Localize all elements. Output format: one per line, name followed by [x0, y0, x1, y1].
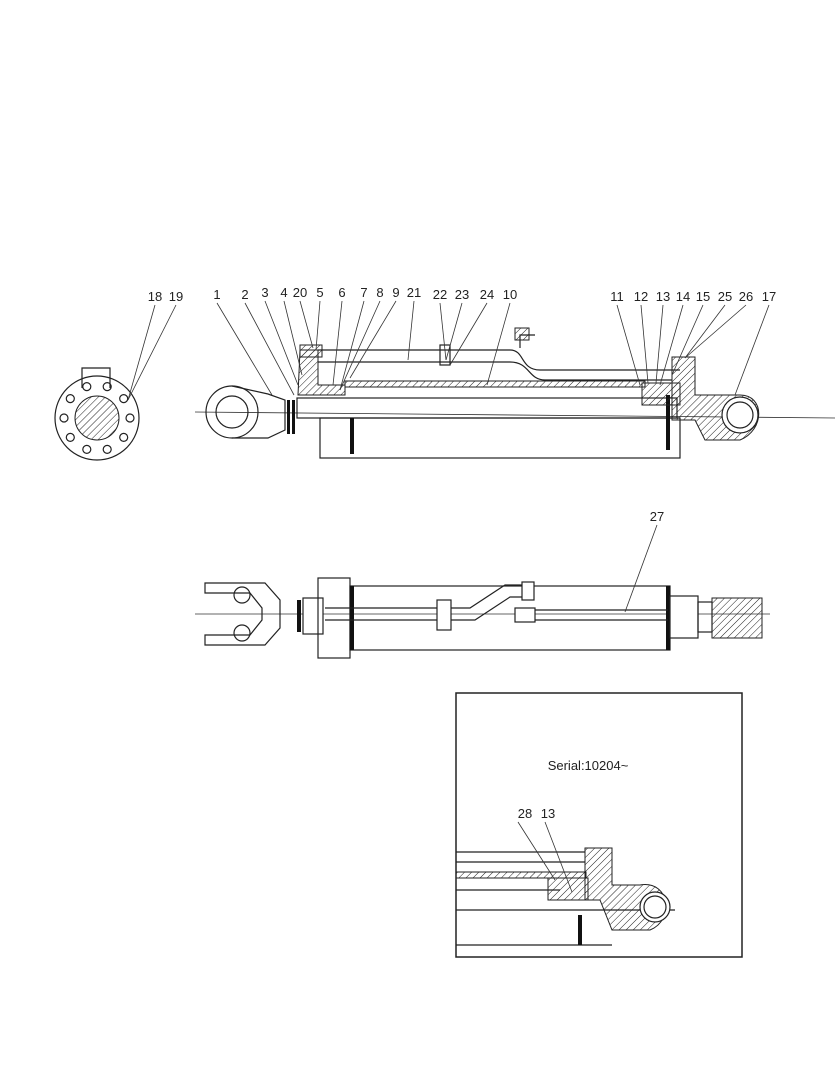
leader-line	[734, 304, 770, 396]
leader-line	[616, 304, 641, 386]
callout-label: 22	[433, 287, 447, 302]
callout-label: 26	[739, 289, 753, 304]
callout-label: 10	[503, 287, 517, 302]
leader-line	[299, 300, 314, 349]
bolt-hole	[102, 444, 112, 454]
cylinder-section-view	[194, 327, 835, 459]
leader-line	[439, 302, 447, 361]
bolt-hole	[119, 432, 129, 442]
callout-label: 1	[213, 287, 220, 302]
callout-label: 6	[338, 285, 345, 300]
callout-label: 28	[518, 806, 532, 821]
leader-line	[407, 300, 415, 361]
callout-label: 3	[261, 285, 268, 300]
leader-line	[684, 304, 747, 359]
leader-line	[127, 304, 177, 401]
callout-label: 4	[280, 285, 287, 300]
bolt-hole	[82, 444, 92, 454]
leader-line	[659, 304, 684, 386]
callout-label: 19	[169, 289, 183, 304]
callout-label: 27	[650, 509, 664, 524]
bolt-hole	[65, 394, 75, 404]
leader-line	[283, 300, 303, 376]
leader-line	[332, 300, 343, 386]
callout-label: 23	[455, 287, 469, 302]
callout-label: 15	[696, 289, 710, 304]
serial-inset-detail: Serial:10204~ 28 13	[455, 692, 743, 958]
callout-label: 20	[293, 285, 307, 300]
leader-line	[315, 300, 321, 351]
callout-label: 2	[241, 287, 248, 302]
leader-line	[349, 300, 397, 379]
callout-label: 17	[762, 289, 776, 304]
leader-line	[127, 304, 156, 401]
callout-label: 12	[634, 289, 648, 304]
inset-serial-title: Serial:10204~	[548, 758, 629, 773]
leader-line	[244, 302, 295, 396]
bolt-hole	[102, 382, 112, 392]
callout-label: 13	[541, 806, 555, 821]
callout-label: 21	[407, 285, 421, 300]
leader-line	[264, 300, 299, 386]
leader-line	[640, 304, 649, 384]
callout-label: 8	[376, 285, 383, 300]
callout-label: 7	[360, 285, 367, 300]
leader-line	[671, 304, 704, 376]
bolt-hole	[59, 413, 69, 423]
leader-line	[339, 300, 365, 391]
bolt-hole	[82, 382, 92, 392]
leader-line	[684, 304, 726, 359]
leader-line	[445, 302, 463, 361]
callout-label: 5	[316, 285, 323, 300]
leader-line	[655, 304, 664, 384]
callout-label: 13	[656, 289, 670, 304]
callout-label: 25	[718, 289, 732, 304]
leader-line	[624, 524, 658, 613]
leader-line	[339, 300, 381, 391]
callout-label: 24	[480, 287, 494, 302]
leader-line	[216, 302, 273, 396]
callout-label: 9	[392, 285, 399, 300]
callout-label: 11	[610, 289, 624, 304]
leader-line	[486, 302, 511, 386]
callout-label: 14	[676, 289, 690, 304]
leader-line	[449, 302, 488, 366]
bolt-hole	[65, 432, 75, 442]
bolt-hole	[125, 413, 135, 423]
end-view-flange	[54, 367, 140, 461]
bolt-hole	[119, 394, 129, 404]
callout-label: 18	[148, 289, 162, 304]
cylinder-side-view	[195, 577, 770, 659]
